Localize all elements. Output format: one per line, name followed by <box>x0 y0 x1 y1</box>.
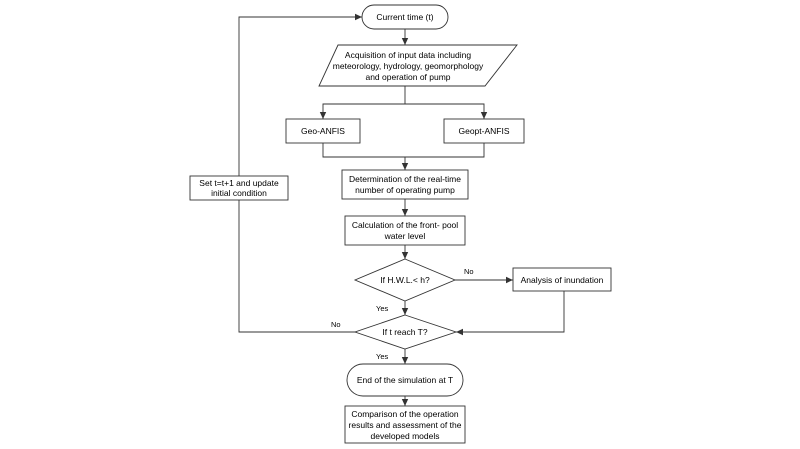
connector-no-to-set <box>238 200 355 333</box>
arrow-acquisition-to-geo <box>319 86 406 119</box>
calculation-node: Calculation of the front- pool water lev… <box>344 215 466 246</box>
no-label-hwl: No <box>464 267 474 276</box>
set-t-label-line2: initial condition <box>211 188 267 198</box>
analysis-label: Analysis of inundation <box>521 275 604 285</box>
calculation-label-line2: water level <box>384 231 426 241</box>
determination-label-line1: Determination of the real-time <box>349 174 461 184</box>
acquisition-label-line1: Acquisition of input data including <box>345 50 471 60</box>
determination-node: Determination of the real-time number of… <box>341 169 469 200</box>
if-t-decision: If t reach T? <box>353 314 458 350</box>
acquisition-node: Acquisition of input data including mete… <box>318 44 518 87</box>
end-simulation-label: End of the simulation at T <box>357 375 453 385</box>
determination-label-line2: number of operating pump <box>355 185 455 195</box>
geo-anfis-label: Geo-ANFIS <box>301 126 345 136</box>
calculation-label-line1: Calculation of the front- pool <box>352 220 458 230</box>
yes-label-t: Yes <box>376 352 388 361</box>
if-hwl-label: If H.W.L.< h? <box>380 275 430 285</box>
analysis-node: Analysis of inundation <box>512 267 612 292</box>
current-time-node: Current time (t) <box>361 4 449 30</box>
no-label-t: No <box>331 320 341 329</box>
comparison-label-line2: results and assessment of the <box>349 420 462 430</box>
geopt-anfis-node: Geopt-ANFIS <box>443 118 525 144</box>
end-simulation-node: End of the simulation at T <box>346 363 464 397</box>
comparison-label-line1: Comparison of the operation <box>351 409 459 419</box>
connector-geo-down <box>322 143 485 158</box>
set-t-label-line1: Set t=t+1 and update <box>199 178 279 188</box>
yes-label-hwl: Yes <box>376 304 388 313</box>
current-time-label: Current time (t) <box>376 12 433 22</box>
if-t-label: If t reach T? <box>382 327 427 337</box>
arrow-set-to-current <box>238 13 362 176</box>
geopt-anfis-label: Geopt-ANFIS <box>458 126 509 136</box>
arrow-analysis-to-if-t <box>456 291 565 336</box>
if-hwl-decision: If H.W.L.< h? <box>353 258 457 302</box>
set-t-node: Set t=t+1 and update initial condition <box>189 175 289 201</box>
acquisition-label-line3: and operation of pump <box>365 72 450 82</box>
comparison-node: Comparison of the operation results and … <box>344 405 466 444</box>
geo-anfis-node: Geo-ANFIS <box>285 118 361 144</box>
arrow-acquisition-to-geopt <box>405 103 488 119</box>
acquisition-label-line2: meteorology, hydrology, geomorphology <box>333 61 484 71</box>
comparison-label-line3: developed models <box>371 431 440 441</box>
